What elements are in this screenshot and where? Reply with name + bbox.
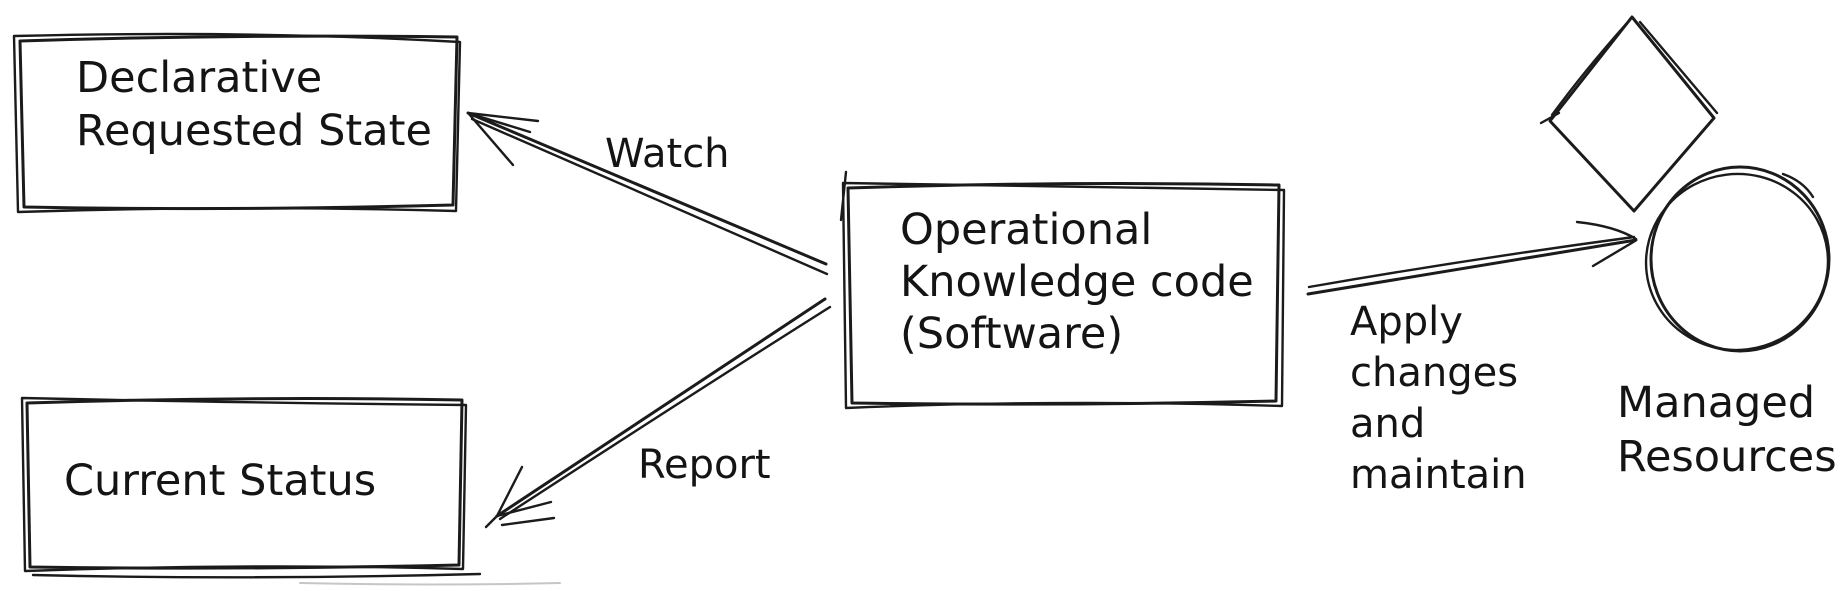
operator-label: Operational Knowledge code (Software) xyxy=(900,204,1254,360)
apply-edge-label-line3: and xyxy=(1350,401,1426,447)
current-status-label: Current Status xyxy=(64,455,376,508)
current-status-box xyxy=(20,396,561,586)
operator-box xyxy=(839,170,1286,410)
managed-resources-label: Managed Resources xyxy=(1617,376,1837,484)
managed-diamond xyxy=(1539,15,1719,213)
apply-edge-label-line2: changes xyxy=(1350,350,1519,396)
apply-arrow xyxy=(1306,220,1638,296)
watch-arrow xyxy=(466,111,829,276)
declarative-state-box xyxy=(12,32,462,214)
watch-edge-label: Watch xyxy=(605,131,730,177)
managed-circle xyxy=(1644,165,1831,353)
operator-label-line2: Knowledge code xyxy=(900,257,1254,307)
apply-edge-label-line4: maintain xyxy=(1350,452,1527,498)
declarative-state-label: Declarative Requested State xyxy=(76,52,432,158)
operator-label-line1: Operational xyxy=(900,205,1153,255)
declarative-state-label-line1: Declarative xyxy=(76,53,323,103)
report-arrow xyxy=(484,297,832,529)
current-status-label-line1: Current Status xyxy=(64,456,377,506)
apply-edge-label-line1: Apply xyxy=(1350,299,1463,345)
report-edge-label: Report xyxy=(638,442,771,488)
managed-resources-label-line2: Resources xyxy=(1617,432,1837,482)
managed-resources-label-line1: Managed xyxy=(1617,378,1816,428)
declarative-state-label-line2: Requested State xyxy=(76,106,432,156)
operator-label-line3: (Software) xyxy=(900,309,1124,359)
apply-edge-label: Apply changes and maintain xyxy=(1350,297,1527,501)
